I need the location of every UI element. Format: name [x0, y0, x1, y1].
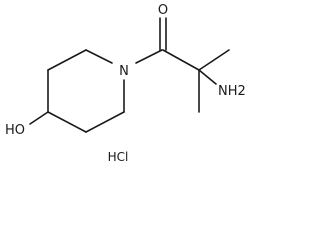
bond-c4-hydroxyl	[29, 111, 49, 125]
methyl-bond-upper	[198, 49, 230, 71]
ring-bond-n-c2	[85, 49, 113, 64]
bond-n-carbonyl	[135, 49, 163, 64]
hydroxyl-label: HO	[5, 123, 25, 138]
amine-label: NH2	[218, 84, 246, 99]
bond-carbonyl-quaternary	[162, 49, 200, 71]
ring-bond-c2-c3	[47, 49, 87, 71]
ring-bond-c5-c6	[85, 111, 125, 133]
molecule-structure: O N NH2 HO HCl	[5, 3, 246, 164]
salt-label: HCl	[108, 150, 129, 164]
piperidine-ring	[47, 49, 125, 133]
nitrogen-ring-label: N	[119, 64, 129, 79]
bond-quaternary-amine	[198, 69, 217, 85]
carbonyl-double-bond	[159, 17, 167, 51]
ring-bond-c4-c5	[47, 111, 87, 133]
oxygen-carbonyl-label: O	[158, 3, 168, 18]
